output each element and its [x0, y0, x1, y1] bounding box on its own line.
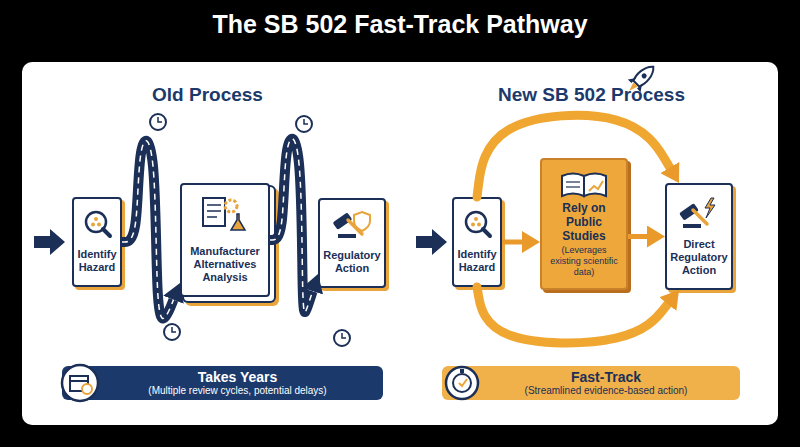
connector-line	[270, 139, 313, 312]
connector-line	[502, 240, 522, 245]
node-note: (Streamlined evidence-based action)	[525, 385, 688, 397]
highlight-box: Rely on Public Studies(Leverages existin…	[540, 158, 628, 290]
node-heading: Takes Years	[198, 369, 278, 385]
entry-arrow	[416, 229, 447, 255]
process-box: Identify Hazard	[452, 197, 502, 287]
magnifier-icon	[466, 212, 490, 236]
flow-connector	[477, 287, 668, 343]
panel	[22, 62, 778, 425]
clock-icon	[334, 330, 350, 346]
section-heading: New SB 502 Process	[405, 84, 778, 106]
magnifier-icon	[86, 212, 110, 236]
documents-icon	[203, 198, 245, 230]
rocket-icon	[623, 60, 660, 97]
book-icon	[562, 174, 606, 197]
process-box: Identify Hazard	[72, 197, 122, 287]
node-heading: Identify Hazard	[457, 248, 497, 274]
flow-connector	[270, 139, 313, 312]
flow-connector	[502, 242, 522, 243]
node-heading: Manufacturer Alternatives Analysis	[185, 245, 265, 284]
flow-connector	[628, 236, 647, 237]
node-note: (Multiple review cycles, potential delay…	[148, 385, 326, 397]
node-heading: Identify Hazard	[77, 248, 117, 274]
node-heading: Fast-Track	[571, 369, 641, 385]
process-box: Manufacturer Alternatives Analysis	[180, 183, 270, 297]
calendar-icon	[62, 365, 98, 401]
clock-icon	[164, 324, 180, 340]
section-heading: Old Process	[22, 84, 393, 106]
road-dash	[122, 141, 173, 319]
node-heading: Direct Regulatory Action	[670, 238, 728, 277]
clock-icon	[150, 114, 166, 130]
connector-line	[477, 115, 670, 197]
node-note: (Leverages existing scientific data)	[545, 245, 623, 278]
flow-connector	[477, 115, 670, 197]
summary-band: Fast-Track(Streamlined evidence-based ac…	[442, 366, 740, 400]
gavel-icon	[333, 212, 370, 238]
node-heading: Rely on Public Studies	[545, 201, 623, 243]
stopwatch-icon	[446, 367, 478, 399]
connector-line	[122, 141, 173, 319]
summary-band: Takes Years(Multiple review cycles, pote…	[62, 366, 383, 400]
road-dash	[270, 139, 313, 312]
entry-arrow	[34, 229, 65, 255]
connector-line	[477, 287, 668, 343]
process-box: Direct Regulatory Action	[665, 183, 733, 290]
node-heading: Regulatory Action	[323, 249, 381, 275]
process-box: Regulatory Action	[318, 198, 386, 288]
diagram-title: The SB 502 Fast-Track Pathway	[0, 10, 800, 39]
gavel-icon	[679, 198, 715, 228]
clock-icon	[296, 116, 312, 132]
flow-connector	[122, 141, 173, 319]
connector-line	[628, 234, 647, 239]
